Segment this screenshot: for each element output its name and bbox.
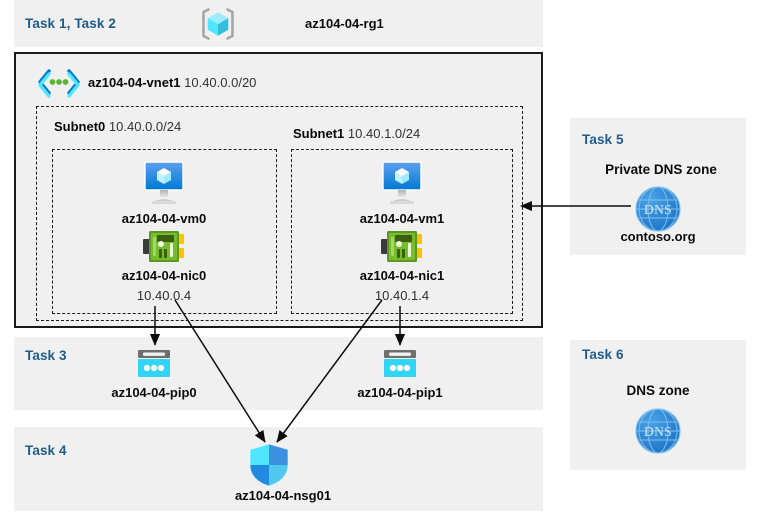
task-label-5: Task 5 xyxy=(582,132,624,147)
vm0-name: az104-04-vm0 xyxy=(121,211,207,226)
nic0-ip: 10.40.0.4 xyxy=(136,288,192,303)
private-dns-title: Private DNS zone xyxy=(605,162,717,177)
network-interface-icon xyxy=(142,229,186,265)
subnet0-box xyxy=(52,149,277,314)
private-dns-name: contoso.org xyxy=(620,229,696,244)
svg-text:DNS: DNS xyxy=(644,424,672,439)
task-label-6: Task 6 xyxy=(582,347,624,362)
subnet1-cidr: 10.40.1.0/24 xyxy=(347,126,421,141)
subnet1-name: Subnet1 xyxy=(293,126,345,141)
vm1-name: az104-04-vm1 xyxy=(359,211,445,226)
nic1-ip: 10.40.1.4 xyxy=(374,288,430,303)
vnet-panel xyxy=(14,52,543,328)
public-ip-panel xyxy=(14,337,543,410)
task-label-1-2: Task 1, Task 2 xyxy=(25,16,116,31)
network-interface-icon xyxy=(380,229,424,265)
subnet1-label: Subnet1 10.40.1.0/24 xyxy=(293,126,420,141)
dns-zone-title: DNS zone xyxy=(626,383,690,398)
svg-text:DNS: DNS xyxy=(644,202,672,217)
pip0-name: az104-04-pip0 xyxy=(111,385,197,400)
subnet0-cidr: 10.40.0.0/24 xyxy=(108,119,182,134)
vnet-name: az104-04-vnet1 xyxy=(88,75,181,90)
task-label-3: Task 3 xyxy=(25,348,67,363)
resource-group-header-panel xyxy=(14,0,543,47)
public-ip-address-icon xyxy=(134,348,174,382)
dns-zone-icon: DNS xyxy=(633,406,683,456)
public-ip-address-icon xyxy=(380,348,420,382)
nic0-name: az104-04-nic0 xyxy=(121,268,207,283)
vnet-label: az104-04-vnet1 10.40.0.0/20 xyxy=(88,75,256,90)
virtual-machine-icon xyxy=(376,160,428,205)
vnet-cidr: 10.40.0.0/20 xyxy=(184,75,257,90)
dns-zone-icon: DNS xyxy=(633,184,683,234)
nsg-name: az104-04-nsg01 xyxy=(234,488,332,503)
resource-group-name: az104-04-rg1 xyxy=(305,16,384,31)
network-security-group-icon xyxy=(248,443,290,487)
subnet0-label: Subnet0 10.40.0.0/24 xyxy=(54,119,181,134)
subnet1-box xyxy=(291,149,513,314)
nic1-name: az104-04-nic1 xyxy=(359,268,445,283)
task-label-4: Task 4 xyxy=(25,443,67,458)
virtual-network-icon xyxy=(36,68,82,98)
subnet0-name: Subnet0 xyxy=(54,119,106,134)
resource-group-icon xyxy=(200,7,236,41)
pip1-name: az104-04-pip1 xyxy=(357,385,443,400)
virtual-machine-icon xyxy=(138,160,190,205)
